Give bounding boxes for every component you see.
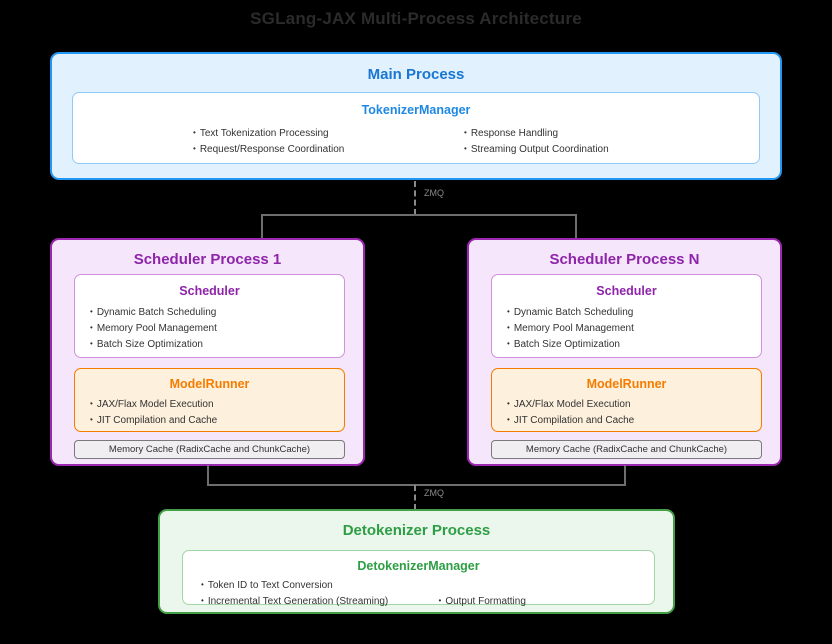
bullet-item: Batch Size Optimization: [507, 337, 761, 353]
scheduler-component-box[interactable]: Scheduler Dynamic Batch Scheduling Memor…: [491, 274, 762, 358]
bullet-item: Batch Size Optimization: [90, 337, 344, 353]
scheduler-process-title: Scheduler Process 1: [133, 251, 282, 268]
memory-cache-bar[interactable]: Memory Cache (RadixCache and ChunkCache): [74, 440, 345, 459]
fork-bottom-right-riser: [624, 465, 626, 486]
fork-bottom-horizontal: [207, 484, 626, 486]
scheduler-process-n-box[interactable]: Scheduler Process N Scheduler Dynamic Ba…: [467, 238, 782, 466]
main-process-title: Main Process: [367, 66, 465, 83]
scheduler-process-title: Scheduler Process N: [549, 251, 700, 268]
bullet-item: Output Formatting: [439, 594, 655, 610]
bullet-item: Request/Response Coordination: [193, 142, 416, 158]
tokenizer-manager-bullets: Text Tokenization Processing Request/Res…: [73, 117, 759, 158]
detokenizer-manager-bullets: Token ID to Text Conversion Incremental …: [183, 573, 654, 610]
scheduler-component-title: Scheduler: [179, 284, 240, 298]
tokenizer-manager-title: TokenizerManager: [361, 103, 471, 117]
scheduler-component-title: Scheduler: [596, 284, 657, 298]
scheduler-component-box[interactable]: Scheduler Dynamic Batch Scheduling Memor…: [74, 274, 345, 358]
bullet-item: Dynamic Batch Scheduling: [507, 305, 761, 321]
model-runner-bullets: JAX/Flax Model Execution JIT Compilation…: [75, 391, 344, 429]
bullet-column-right: Response Handling Streaming Output Coord…: [416, 126, 759, 158]
bullet-item: JAX/Flax Model Execution: [507, 397, 761, 413]
bullet-item: JIT Compilation and Cache: [507, 413, 761, 429]
bullet-column-right: Output Formatting: [419, 578, 655, 610]
bullet-item: Text Tokenization Processing: [193, 126, 416, 142]
detokenizer-manager-box[interactable]: DetokenizerManager Token ID to Text Conv…: [182, 550, 655, 607]
bullet-item: JAX/Flax Model Execution: [90, 397, 344, 413]
detokenizer-process-box[interactable]: Detokenizer Process DetokenizerManager T…: [158, 509, 675, 614]
page-title: SGLang-JAX Multi-Process Architecture: [250, 9, 582, 28]
detokenizer-process-title: Detokenizer Process: [342, 522, 491, 539]
scheduler-bullets: Dynamic Batch Scheduling Memory Pool Man…: [75, 298, 344, 353]
model-runner-box[interactable]: ModelRunner JAX/Flax Model Execution JIT…: [74, 368, 345, 432]
bullet-column-left: Token ID to Text Conversion Incremental …: [183, 578, 419, 610]
detokenizer-manager-title: DetokenizerManager: [357, 559, 480, 573]
fork-bottom-left-riser: [207, 465, 209, 486]
zmq-connector-bottom-label: ZMQ: [424, 488, 444, 498]
bullet-item: Token ID to Text Conversion: [201, 578, 419, 594]
zmq-connector-bottom-line: [414, 485, 416, 510]
main-process-box[interactable]: Main Process TokenizerManager Text Token…: [50, 52, 782, 180]
bullet-item: Streaming Output Coordination: [464, 142, 759, 158]
bullet-item: JIT Compilation and Cache: [90, 413, 344, 429]
zmq-connector-top-line: [414, 181, 416, 215]
zmq-connector-top-label: ZMQ: [424, 188, 444, 198]
memory-cache-bar[interactable]: Memory Cache (RadixCache and ChunkCache): [491, 440, 762, 459]
model-runner-title: ModelRunner: [586, 377, 667, 391]
scheduler-bullets: Dynamic Batch Scheduling Memory Pool Man…: [492, 298, 761, 353]
bullet-item: Response Handling: [464, 126, 759, 142]
bullet-item: Dynamic Batch Scheduling: [90, 305, 344, 321]
fork-top-right-drop: [575, 214, 577, 239]
scheduler-process-1-box[interactable]: Scheduler Process 1 Scheduler Dynamic Ba…: [50, 238, 365, 466]
model-runner-box[interactable]: ModelRunner JAX/Flax Model Execution JIT…: [491, 368, 762, 432]
fork-top-left-drop: [261, 214, 263, 239]
tokenizer-manager-box[interactable]: TokenizerManager Text Tokenization Proce…: [72, 92, 760, 164]
bullet-column-left: Text Tokenization Processing Request/Res…: [73, 126, 416, 158]
model-runner-title: ModelRunner: [169, 377, 250, 391]
model-runner-bullets: JAX/Flax Model Execution JIT Compilation…: [492, 391, 761, 429]
fork-top-horizontal: [261, 214, 577, 216]
bullet-item: Memory Pool Management: [507, 321, 761, 337]
bullet-item: Memory Pool Management: [90, 321, 344, 337]
bullet-item: Incremental Text Generation (Streaming): [201, 594, 419, 610]
